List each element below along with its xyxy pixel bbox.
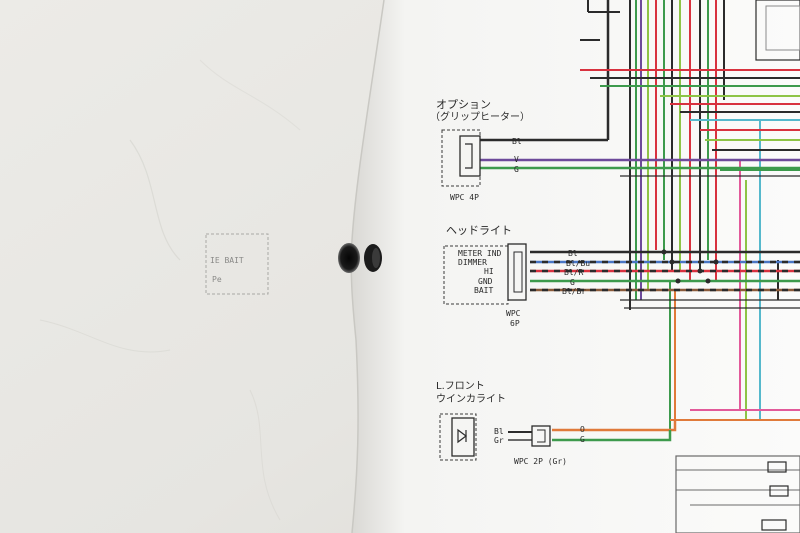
ghost-text-1: IE BAIT [210,256,244,265]
headlight-pin-3: HI [484,267,494,276]
option-wire-v: V [514,155,519,164]
headlight-pin-2: DIMMER [458,258,487,267]
option-heater-block: オプション （グリップヒーター） WPC 4P Bl V G [430,98,530,202]
headlight-connector-symbol [507,243,527,301]
winker-bulb-symbol [451,417,475,457]
headlight-wire-5: Bl/Br [562,287,586,296]
headlight-pin-4: GND [478,277,493,286]
headlight-connector-label-1: WPC [506,309,521,318]
ghost-imprint-box [205,233,269,295]
winker-title-2: ウインカライト [436,393,506,405]
headlight-wire-2: Bl/Bu [566,259,590,268]
wire-harness [480,0,800,533]
option-wire-bl: Bl [512,137,522,146]
headlight-title: ヘッドライト [446,224,512,237]
headlight-pin-1: METER IND [458,249,502,258]
winker-wire-left-2: Gr [494,436,504,445]
headlight-dashed-box [443,245,509,305]
headlight-wire-3: Bl/R [564,268,583,277]
headlight-pin-5: BAIT [474,286,493,295]
option-connector-label: WPC 4P [450,193,479,202]
winker-wire-right-2: G [580,435,585,444]
headlight-connector-label-2: 6P [510,319,520,328]
winker-wire-right-1: O [580,425,585,434]
winker-connector-label: WPC 2P (Gr) [514,457,567,466]
winker-wire-left-1: Bl [494,427,504,436]
ghost-text-2: Pe [212,275,222,284]
option-wire-g: G [514,165,519,174]
winker-dashed-box [439,413,477,461]
headlight-block: ヘッドライト METER IND DIMMER HI GND BAIT WPC … [443,224,590,328]
option-connector-symbol [459,135,481,177]
wall-hole [338,243,360,273]
winker-connector-symbol [531,425,551,447]
winker-title-1: L.フロント [436,381,485,392]
headlight-wire-4: G [570,278,575,287]
headlight-wire-1: Bl [568,249,578,258]
paper-sheet [351,0,800,533]
option-subtitle: （グリップヒーター） [430,110,530,123]
option-title: オプション [436,98,491,111]
winker-block: L.フロント ウインカライト Bl Gr O G WPC 2P (Gr) [436,381,585,466]
